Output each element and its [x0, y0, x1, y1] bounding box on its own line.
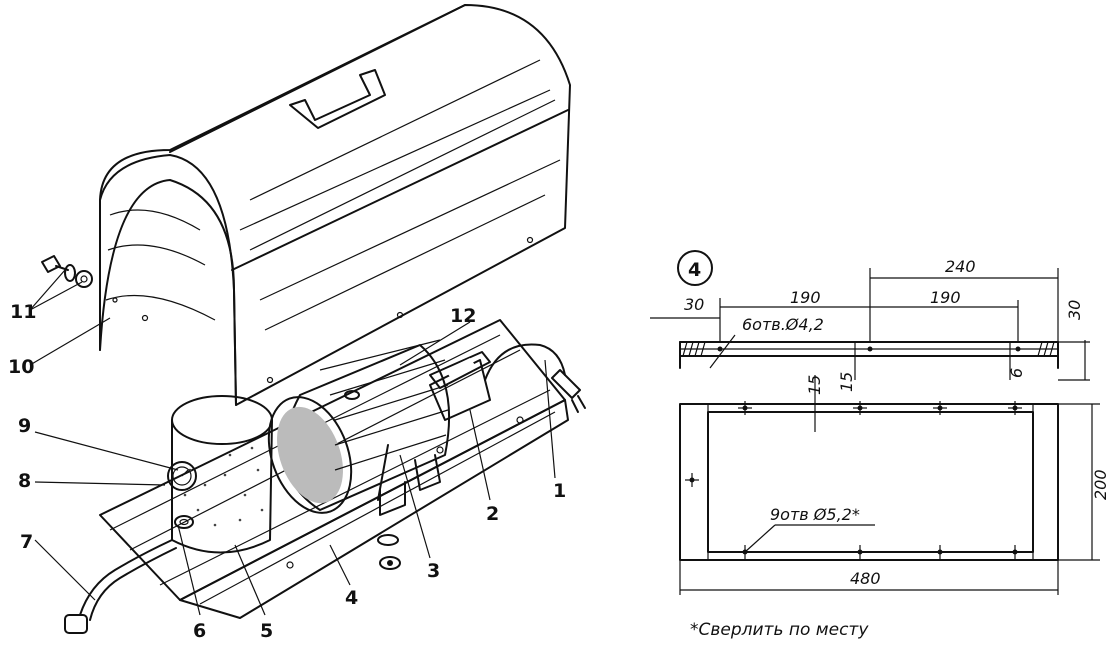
- tank: [171, 395, 273, 554]
- dim-15-b: 15: [837, 372, 856, 392]
- dim-15-a: 15: [805, 375, 824, 395]
- hood-cover: [99, 4, 571, 406]
- callout-2: 2: [486, 503, 499, 525]
- switch-box: [429, 351, 491, 421]
- callout-10: 10: [8, 356, 34, 378]
- screw-washer-nut: [41, 255, 93, 288]
- fitting: [174, 515, 194, 529]
- callout-5: 5: [260, 620, 273, 642]
- callout-9: 9: [18, 415, 31, 437]
- hole-note-nine: 9отв Ø5,2*: [770, 505, 860, 524]
- pressure-gauge: [167, 461, 197, 491]
- callout-11: 11: [10, 301, 36, 323]
- leader-lines: [29, 269, 556, 616]
- detail-4-drawing: 4: [650, 250, 1107, 640]
- top-view-dimensions: [679, 375, 1100, 595]
- side-view: [679, 341, 1059, 369]
- motor: [267, 339, 451, 516]
- footnote: *Сверлить по месту: [690, 620, 869, 640]
- detail-number-circle: [677, 250, 713, 286]
- dim-190-left: 190: [790, 288, 821, 307]
- callout-labels: 1 2 3 4 5 6 7 8 9 10 11 12: [8, 301, 566, 642]
- hole-note-six: 6отв.Ø4,2: [742, 315, 824, 334]
- dim-190-right: 190: [930, 288, 961, 307]
- washer-nut: [377, 534, 401, 570]
- top-view: [679, 401, 1059, 561]
- dim-30-left: 30: [684, 295, 704, 314]
- side-view-dimensions: [650, 268, 1090, 381]
- power-cord: [484, 343, 586, 413]
- dimension-labels: 240 30 190 190 30 15 15 6 200 480 6отв.Ø…: [684, 257, 1107, 640]
- dim-480: 480: [850, 569, 881, 588]
- callout-3: 3: [427, 560, 440, 582]
- callout-6: 6: [193, 620, 206, 642]
- callout-12: 12: [450, 305, 476, 327]
- callout-1: 1: [553, 480, 566, 502]
- dim-30-right: 30: [1065, 300, 1084, 320]
- dim-6: 6: [1007, 368, 1026, 378]
- callout-4: 4: [345, 587, 358, 609]
- dim-240: 240: [945, 257, 976, 276]
- dim-200: 200: [1091, 469, 1107, 500]
- callout-7: 7: [20, 531, 33, 553]
- assembly-view: 1 2 3 4 5 6 7 8 9 10 11 12: [8, 4, 586, 642]
- detail-number: 4: [688, 259, 701, 281]
- callout-8: 8: [18, 470, 31, 492]
- hose: [64, 539, 177, 634]
